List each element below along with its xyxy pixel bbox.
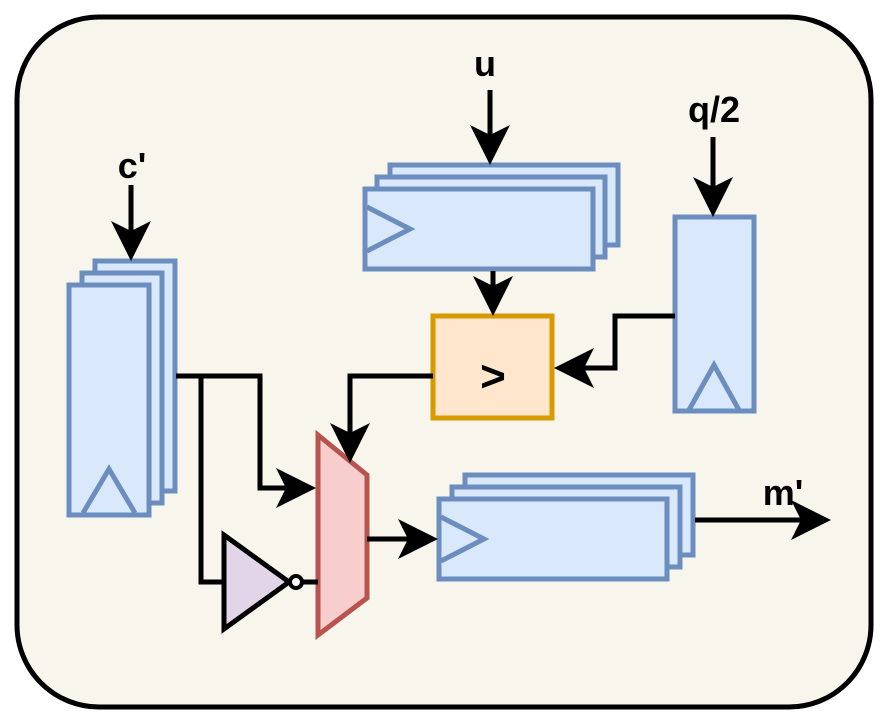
inverter-bubble [288,574,304,590]
clock-triangle-icon [686,359,742,412]
wire-q-half-to-comparator [554,313,675,388]
register-bank-u [362,162,621,272]
clock-triangle-icon [80,464,138,515]
clock-triangle-icon [365,204,416,254]
comparator-block [430,313,555,421]
label-m-prime: m' [763,472,804,513]
wire-comparator-to-mux-select [330,373,433,463]
label-c-prime: c' [118,145,147,186]
register-bank-m-prime [436,472,696,582]
comparator-operator: > [480,352,506,401]
clock-triangle-icon [439,514,490,564]
register-bank-c-prime [66,258,178,518]
wire-c-prime-to-mux [176,373,316,508]
label-u: u [474,43,496,84]
register-q-half [672,214,757,414]
label-q-half: q/2 [688,89,740,130]
wire-c-prime-to-inverter [198,376,224,585]
